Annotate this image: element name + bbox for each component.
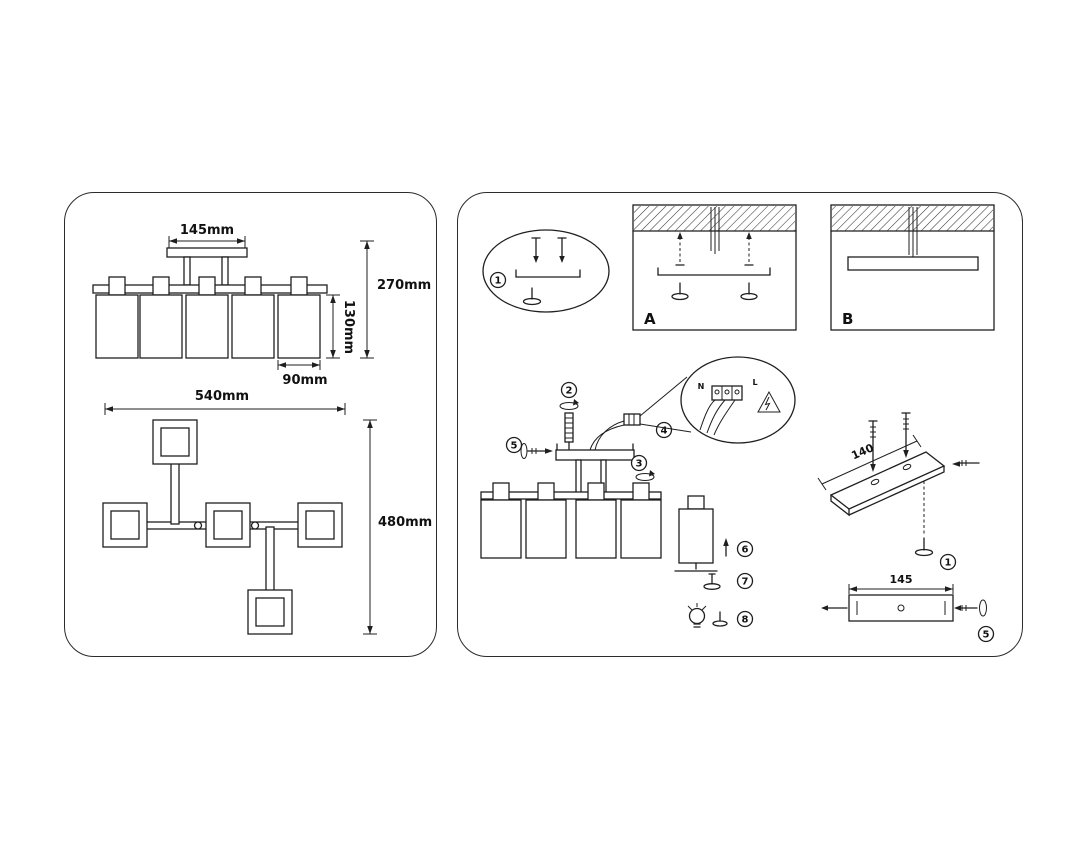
wires-icon xyxy=(710,207,720,254)
svg-text:5: 5 xyxy=(983,630,990,641)
ceiling-plate xyxy=(166,247,248,258)
screw-icon xyxy=(901,412,911,458)
bracket-front-drawing: 145 xyxy=(821,573,995,643)
anchor-icon xyxy=(914,537,934,557)
plan-shade-bottom xyxy=(247,589,293,635)
screw-icon xyxy=(675,232,685,266)
wires-icon xyxy=(908,207,918,257)
shade-height-dimension: 130mm xyxy=(341,300,356,354)
anchor-icon xyxy=(671,282,689,301)
anchor-icon xyxy=(703,573,721,590)
plan-shade-top xyxy=(152,419,198,465)
screw-icon xyxy=(868,420,878,472)
terminal-block-icon xyxy=(711,385,743,401)
lamp-shade xyxy=(277,294,321,359)
option-b-label: B xyxy=(842,310,853,328)
wiring-zoom-ellipse: N L xyxy=(639,356,796,444)
svg-text:8: 8 xyxy=(742,615,749,626)
left-arrow-icon xyxy=(821,605,848,611)
detached-shade xyxy=(674,495,718,572)
lamp-shade xyxy=(620,499,662,559)
mounting-bar xyxy=(555,443,635,461)
dimensions-drawing: 145mm xyxy=(92,223,432,635)
svg-text:6: 6 xyxy=(742,545,749,556)
mounting-bar-icon xyxy=(515,269,581,278)
option-a-label: A xyxy=(644,310,656,328)
step-badge-6: 6 xyxy=(736,540,754,558)
step-badge-1-anchor: 1 xyxy=(939,553,957,571)
screw-icon xyxy=(744,232,754,266)
plan-view-drawing: 540mm xyxy=(102,389,432,635)
electric-warning-icon xyxy=(757,390,781,413)
svg-text:2: 2 xyxy=(566,386,573,397)
plan-shade-left xyxy=(102,502,148,548)
svg-text:1: 1 xyxy=(495,276,502,287)
svg-text:3: 3 xyxy=(636,459,643,470)
svg-text:5: 5 xyxy=(511,441,518,452)
mounting-plate xyxy=(847,256,979,271)
bracket-front-length-dimension: 145 xyxy=(890,573,913,586)
lamp-shade xyxy=(480,499,522,559)
step-badge-7: 7 xyxy=(736,572,754,590)
mounting-option-a-panel: A xyxy=(632,204,797,331)
threaded-rod-icon xyxy=(564,412,574,450)
shade-width-dimension: 90mm xyxy=(282,373,327,388)
anchor-icon xyxy=(740,282,758,301)
anchor-icon xyxy=(522,287,542,306)
lamp-shade xyxy=(139,294,183,359)
screw-icon xyxy=(531,237,541,263)
lamp-shade xyxy=(95,294,139,359)
step-badge-3: 3 xyxy=(630,454,648,472)
neutral-terminal-label: N xyxy=(698,382,705,391)
terminal-connector-icon xyxy=(623,413,641,426)
bulb-icon xyxy=(687,603,707,628)
step1-overview-ellipse: 1 xyxy=(482,229,610,313)
dimensions-panel: 145mm xyxy=(64,192,437,657)
chandelier-assembly-drawing: 6 7 xyxy=(480,482,754,628)
lamp-shade xyxy=(185,294,229,359)
side-screw-icon xyxy=(520,443,553,459)
bracket-isometric-drawing: 140 1 xyxy=(817,412,980,571)
rotate-arrow-icon xyxy=(559,399,579,410)
bracket-iso-length-dimension: 140 xyxy=(849,441,876,462)
mounting-bar-front xyxy=(848,594,954,622)
live-terminal-label: L xyxy=(752,378,757,387)
total-height-dimension: 270mm xyxy=(377,278,431,293)
svg-text:7: 7 xyxy=(742,577,749,588)
installation-drawing: 1 xyxy=(480,204,995,643)
plan-shade-center xyxy=(205,502,251,548)
rotate-arrow-icon xyxy=(635,470,655,481)
svg-text:1: 1 xyxy=(945,558,952,569)
screw-icon xyxy=(557,237,567,263)
anchor-icon xyxy=(712,611,728,627)
side-screw-icon xyxy=(952,460,980,467)
side-screw-icon xyxy=(954,599,987,617)
lamp-shade xyxy=(231,294,275,359)
step-badge-8: 8 xyxy=(736,610,754,628)
plan-depth-dimension: 480mm xyxy=(378,515,432,530)
attach-up-arrow-icon xyxy=(723,538,729,557)
lamp-shade xyxy=(525,499,567,559)
svg-text:4: 4 xyxy=(661,426,668,437)
lamp-shade xyxy=(575,499,617,559)
step-badge-5-assembly: 5 xyxy=(505,436,523,454)
mounting-bar-icon xyxy=(657,267,771,276)
assembly-sequence: 2 5 xyxy=(505,381,673,494)
mounting-option-b-panel: B xyxy=(830,204,995,331)
plan-shade-right xyxy=(297,502,343,548)
step-badge-2: 2 xyxy=(560,381,578,399)
plan-width-dimension: 540mm xyxy=(195,389,249,404)
installation-panel: 1 xyxy=(457,192,1023,657)
plate-width-dimension: 145mm xyxy=(180,223,234,238)
step-badge-4: 4 xyxy=(655,421,673,439)
step-badge-1-overview: 1 xyxy=(489,271,507,289)
front-elevation-drawing: 145mm xyxy=(92,223,431,388)
step-badge-5-bar: 5 xyxy=(977,625,995,643)
